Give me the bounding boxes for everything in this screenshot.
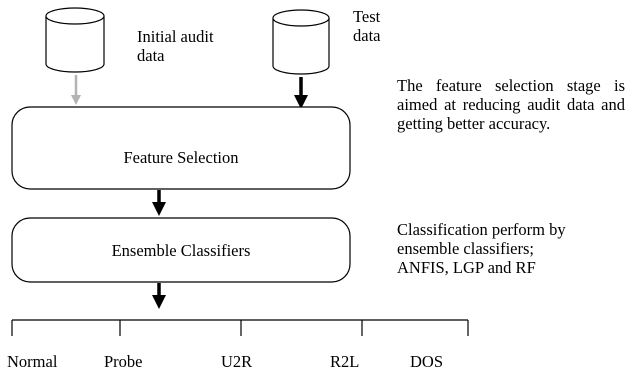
test-label-line1: Test <box>353 7 381 26</box>
initial-audit-data-cylinder <box>45 7 105 73</box>
category-r2l: R2L <box>330 352 360 371</box>
classification-line3: ANFIS, LGP and RF <box>397 258 536 277</box>
test-label-line2: data <box>353 26 381 45</box>
category-probe: Probe <box>104 352 143 371</box>
feature-selection-description: The feature selection stage is aimed at … <box>397 76 625 133</box>
ensemble-classifiers-label: Ensemble Classifiers <box>111 241 251 260</box>
ensemble-classifiers-box <box>11 217 351 283</box>
classification-line2: ensemble classifiers; <box>397 239 534 258</box>
feature-selection-label: Feature Selection <box>123 148 239 167</box>
classification-description: Classification perform by ensemble class… <box>397 220 566 277</box>
initial-label-line1: Initial audit <box>137 27 214 46</box>
feature-selection-box <box>11 106 351 190</box>
initial-audit-data-label: Initial audit data <box>137 27 214 65</box>
category-dos: DOS <box>410 352 444 371</box>
category-bracket <box>11 319 469 336</box>
test-data-label: Test data <box>353 7 380 45</box>
test-data-cylinder <box>272 9 330 75</box>
category-normal: Normal <box>7 352 58 371</box>
classification-line1: Classification perform by <box>397 220 566 239</box>
category-u2r: U2R <box>221 352 253 371</box>
initial-label-line2: data <box>137 46 165 65</box>
